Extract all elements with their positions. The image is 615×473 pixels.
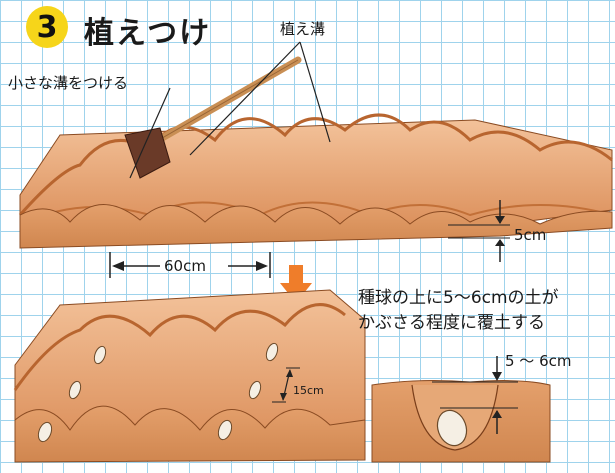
depth-marker-5cm xyxy=(448,200,510,262)
label-depth-5cm: 5cm xyxy=(514,226,547,244)
note-line-2: かぶさる程度に覆土する xyxy=(358,313,545,333)
label-make-small-furrow: 小さな溝をつける xyxy=(8,74,129,92)
label-spacing-60cm: 60cm xyxy=(164,257,206,275)
step-number-badge: 3 xyxy=(26,6,68,48)
label-planting-furrow: 植え溝 xyxy=(280,20,326,38)
bulb-field xyxy=(13,289,366,463)
page-title: 植えつけ xyxy=(84,16,212,51)
leader-furrow-2 xyxy=(299,41,331,143)
leader-furrow-1 xyxy=(189,41,301,156)
leader-small-furrow xyxy=(129,87,171,179)
bulb-cross-section xyxy=(371,356,551,463)
spacing-arrow-60cm xyxy=(109,252,271,278)
furrow-field-top xyxy=(18,56,613,249)
label-soil-cover: 5 ～ 6cm xyxy=(505,352,572,370)
label-bulb-spacing: 15cm xyxy=(293,384,324,397)
note-line-1: 種球の上に5～6cmの土が xyxy=(358,288,559,308)
